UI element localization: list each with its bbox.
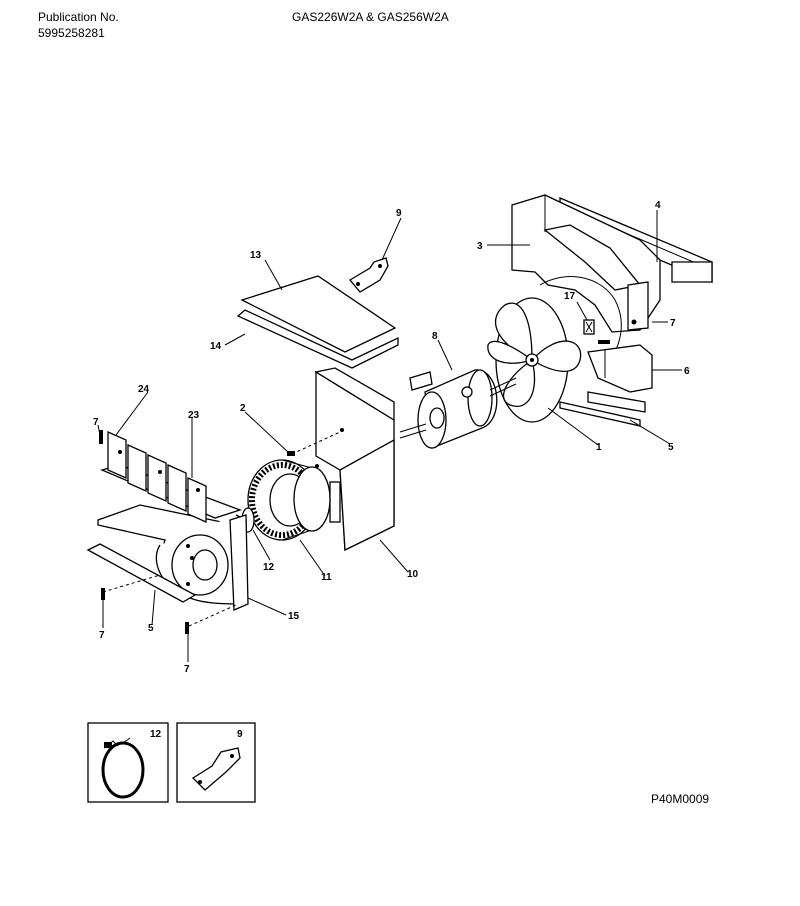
inset-bracket: 9 — [176, 722, 256, 803]
callout-5-right: 5 — [668, 442, 674, 453]
callout-11: 11 — [321, 572, 332, 583]
motor-mount-plate-part — [314, 367, 395, 552]
callout-14: 14 — [210, 341, 222, 352]
filter-panel-part — [236, 275, 399, 369]
louver-assembly-part — [100, 430, 242, 524]
callout-15: 15 — [288, 611, 300, 622]
callout-9: 9 — [396, 208, 402, 219]
diagram-code: P40M0009 — [651, 792, 710, 806]
callout-10: 10 — [407, 569, 419, 580]
callout-3: 3 — [477, 241, 483, 252]
mounting-bracket-part — [349, 257, 389, 293]
callout-24: 24 — [138, 384, 150, 395]
motor-part — [399, 369, 517, 449]
callout-7-bottom-left: 7 — [99, 630, 105, 641]
screw-part — [287, 431, 341, 456]
blower-scroll-part — [97, 504, 249, 611]
callout-8: 8 — [432, 331, 438, 342]
inset-bracket-label: 9 — [237, 729, 243, 740]
callout-2: 2 — [240, 403, 246, 414]
screw-set-part — [99, 340, 610, 634]
inset-clamp-label: 12 — [150, 729, 162, 740]
callout-6: 6 — [684, 366, 690, 377]
shroud-bracket-part — [587, 344, 653, 393]
callout-7-bottom: 7 — [184, 664, 190, 675]
callout-17: 17 — [564, 291, 576, 302]
callout-12: 12 — [263, 562, 275, 573]
callout-5-left: 5 — [148, 623, 154, 634]
model-numbers: GAS226W2A & GAS256W2A — [292, 10, 449, 24]
inset-clamp: 12 — [87, 722, 169, 803]
publication-label: Publication No. — [38, 10, 119, 24]
publication-number: 5995258281 — [38, 26, 105, 40]
base-rail-right-part — [559, 391, 646, 427]
callout-23: 23 — [188, 410, 200, 421]
callout-7-top-left: 7 — [93, 417, 99, 428]
callout-7-right: 7 — [670, 318, 676, 329]
shroud-housing-part — [511, 194, 661, 373]
callout-13: 13 — [250, 250, 262, 261]
blower-wheel-part — [247, 459, 331, 541]
fan-blade-part — [487, 297, 582, 423]
callout-1: 1 — [596, 442, 602, 453]
clip-part — [583, 319, 595, 335]
base-plate-left-part — [86, 543, 197, 603]
leader-lines — [97, 210, 682, 662]
callout-4: 4 — [655, 200, 661, 211]
